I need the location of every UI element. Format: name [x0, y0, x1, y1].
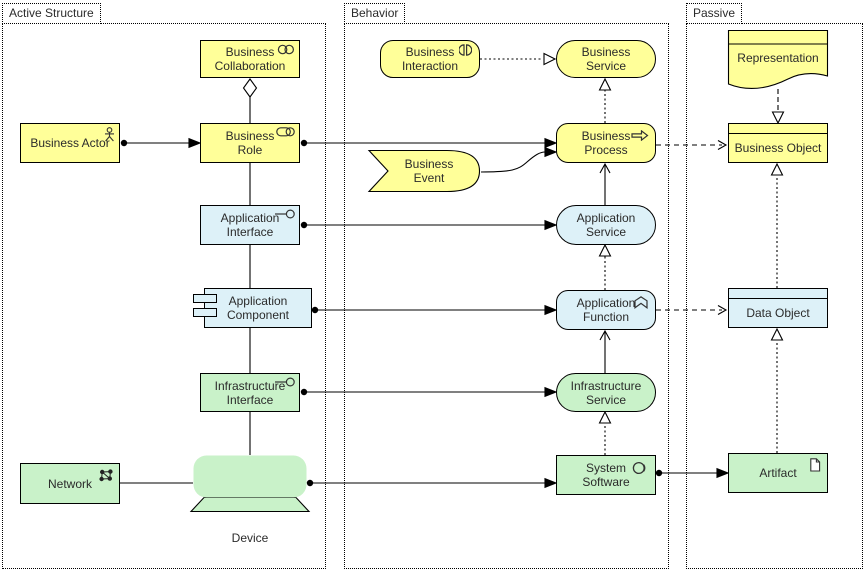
object-header: [729, 124, 827, 134]
rel-artifact-dataobject-realization: [770, 327, 784, 453]
node-label: Data Object: [746, 306, 810, 320]
group-label-active-structure: Active Structure: [2, 3, 101, 24]
interface-icon: [275, 209, 295, 219]
node-label: Business Collaboration: [214, 45, 286, 73]
node-label: Application Function: [576, 296, 636, 324]
rel-interaction-service-realization: [480, 52, 557, 66]
function-chevron-icon: [634, 296, 648, 309]
node-data-object[interactable]: Data Object: [728, 288, 828, 328]
node-business-object[interactable]: Business Object: [728, 123, 828, 163]
node-application-service[interactable]: Application Service: [556, 205, 656, 245]
rel-actor-role-assignment: [120, 137, 202, 149]
interface-icon: [275, 377, 295, 387]
rel-infraservice-appfunction-serving: [599, 329, 611, 373]
node-business-collaboration[interactable]: Business Collaboration: [200, 40, 300, 78]
actor-icon: [104, 127, 115, 142]
rel-representation-businessobject-realization: [771, 89, 785, 125]
rel-appinterface-appservice-assignment: [300, 219, 558, 231]
rel-appfunction-appservice-realization: [598, 243, 612, 290]
node-system-software[interactable]: System Software: [556, 455, 656, 495]
node-label: Business Role: [225, 129, 275, 157]
group-label-behavior: Behavior: [344, 3, 406, 24]
rel-systemsoftware-artifact-assignment: [655, 467, 730, 479]
rel-appfunction-dataobject-access: [656, 305, 728, 315]
network-icon: [99, 469, 113, 482]
node-label: Business Interaction: [401, 45, 459, 73]
rel-role-process-assignment: [300, 137, 558, 149]
node-label: Infrastructure Interface: [214, 378, 286, 407]
node-application-function[interactable]: Application Function: [556, 290, 656, 330]
artifact-icon: [810, 458, 821, 472]
object-header: [729, 289, 827, 299]
component-icon: [193, 308, 217, 317]
role-icon: [276, 127, 295, 137]
node-label: Application Component: [226, 294, 290, 322]
interaction-icon: [459, 44, 472, 56]
rel-process-businessobject-access: [656, 140, 728, 150]
system-software-icon: [632, 461, 648, 475]
rel-dataobject-businessobject-realization: [770, 162, 784, 288]
node-application-interface[interactable]: Application Interface: [200, 205, 300, 245]
rel-appservice-process-serving: [599, 162, 611, 205]
node-application-component[interactable]: Application Component: [193, 288, 312, 328]
rel-infrainterface-infraservice-assignment: [300, 386, 558, 398]
group-active-structure[interactable]: [2, 23, 326, 569]
node-label: Business Service: [581, 45, 631, 73]
node-infrastructure-service[interactable]: Infrastructure Service: [556, 373, 656, 412]
group-label-passive: Passive: [686, 3, 743, 24]
rel-collaboration-role-aggregation: [242, 78, 258, 123]
node-label: Infrastructure Service: [570, 378, 642, 407]
node-label: System Software: [582, 461, 630, 489]
rel-process-service-realization: [598, 77, 612, 123]
business-event-shape[interactable]: [367, 149, 481, 193]
node-network[interactable]: Network: [20, 463, 120, 504]
rel-device-systemsoftware-assignment: [306, 477, 558, 489]
node-business-process[interactable]: Business Process: [556, 123, 656, 163]
node-label: Application Interface: [220, 211, 280, 239]
node-infrastructure-interface[interactable]: Infrastructure Interface: [200, 373, 300, 412]
process-arrow-icon: [631, 130, 649, 141]
node-artifact[interactable]: Artifact: [728, 453, 828, 493]
representation-shape[interactable]: [727, 29, 829, 90]
node-business-interaction[interactable]: Business Interaction: [380, 40, 480, 78]
group-passive[interactable]: [686, 23, 863, 569]
node-business-service[interactable]: Business Service: [556, 40, 656, 78]
node-label: Artifact: [759, 466, 797, 480]
node-business-actor[interactable]: Business Actor: [20, 123, 120, 163]
component-icon: [193, 294, 217, 303]
node-label: Network: [47, 476, 92, 491]
device-shape[interactable]: [189, 455, 311, 513]
rel-systemsoftware-infraservice-realization: [598, 410, 612, 455]
node-label: Application Service: [576, 211, 636, 239]
collaboration-icon: [277, 44, 295, 55]
node-business-role[interactable]: Business Role: [200, 123, 300, 163]
group-behavior[interactable]: [344, 23, 669, 569]
node-label: Business Actor: [30, 136, 110, 150]
node-label: Business Object: [734, 141, 822, 155]
rel-appcomponent-appfunction-assignment: [311, 304, 558, 316]
node-label: Business Process: [581, 129, 631, 157]
rel-event-process-trigger: [480, 146, 558, 173]
